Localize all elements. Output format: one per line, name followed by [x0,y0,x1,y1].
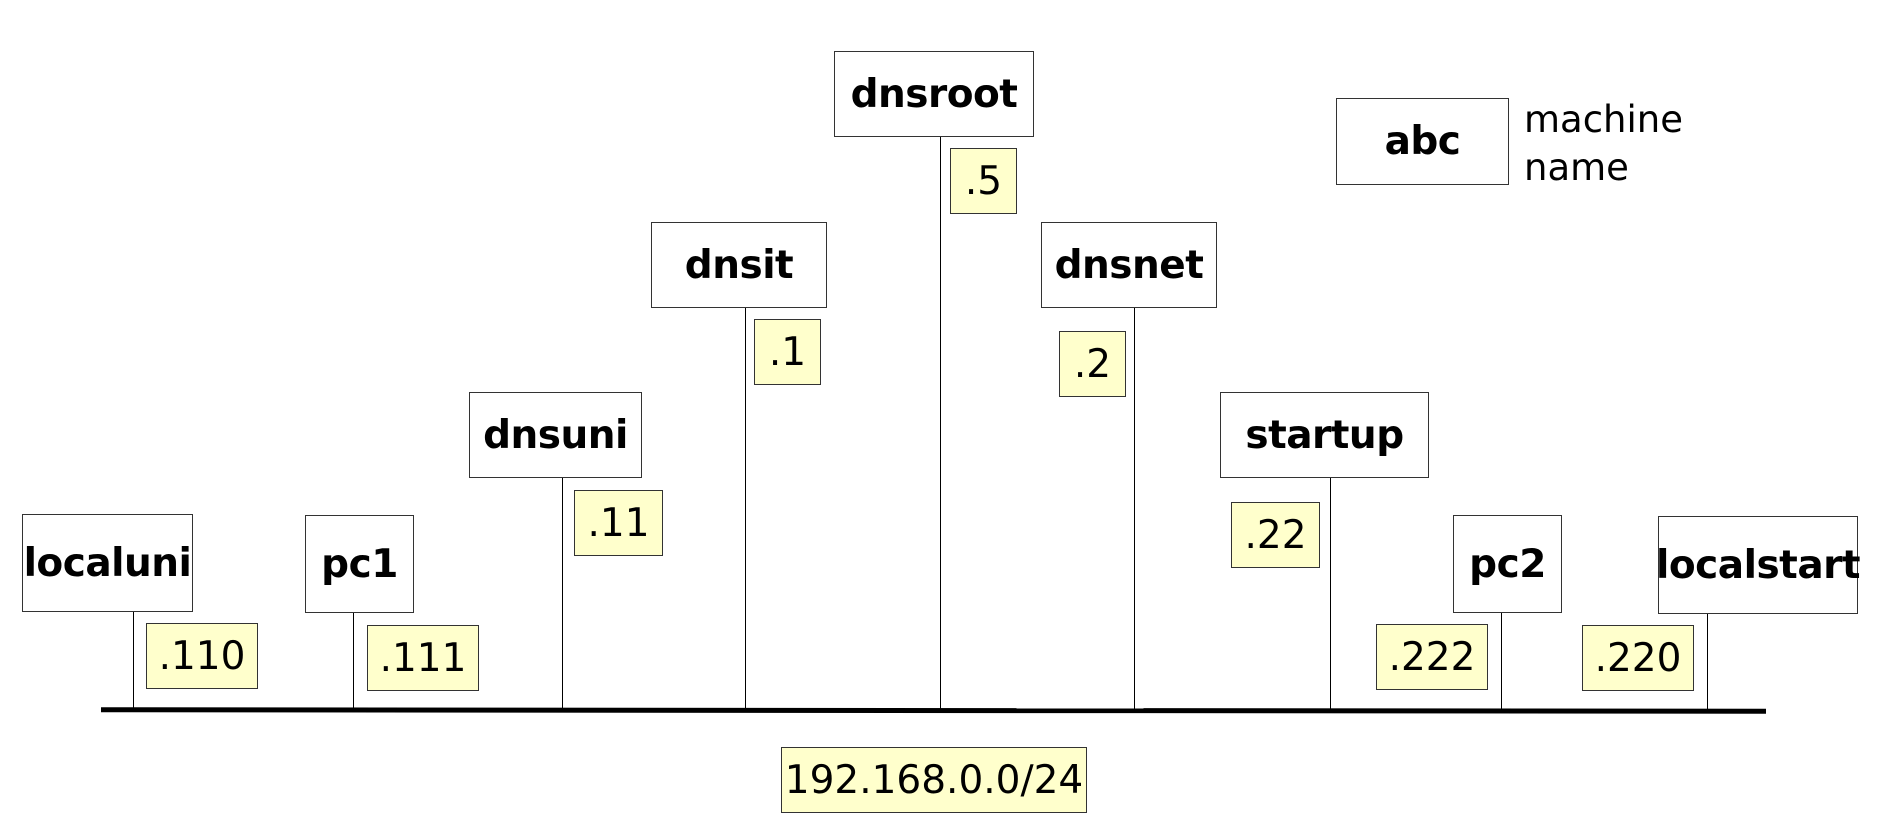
dnsnet-link [1134,307,1135,709]
host-dnsroot: dnsroot [834,51,1034,137]
host-pc1: pc1 [305,515,414,613]
ip-dnsroot: .5 [950,148,1017,214]
network-label: 192.168.0.0/24 [781,747,1087,813]
ip-dnsit: .1 [754,319,821,385]
ip-localuni: .110 [146,623,258,689]
dnsroot-link [940,136,941,709]
ip-dnsnet: .2 [1059,331,1126,397]
localstart-link [1707,614,1708,710]
ip-pc1: .111 [367,625,479,691]
ip-localstart: .220 [1582,625,1694,691]
localuni-link [133,612,134,709]
legend-line-1: machine [1524,98,1684,141]
host-dnsit: dnsit [651,222,827,308]
host-localuni: localuni [22,514,193,612]
dnsuni-link [562,478,563,709]
pc2-link [1501,613,1502,710]
startup-link [1330,478,1331,710]
host-dnsnet: dnsnet [1041,222,1217,308]
host-startup: startup [1220,392,1429,478]
host-pc2: pc2 [1453,515,1562,613]
dnsit-link [745,307,746,709]
pc1-link [353,613,354,709]
host-dnsuni: dnsuni [469,392,642,478]
host-localstart: localstart [1656,516,1861,614]
ip-startup: .22 [1231,502,1320,568]
ip-dnsuni: .11 [574,490,663,556]
ip-pc2: .222 [1376,624,1488,690]
legend-line-2: name [1524,146,1629,189]
legend-box: abc [1336,98,1509,185]
network-bus [100,707,1767,714]
